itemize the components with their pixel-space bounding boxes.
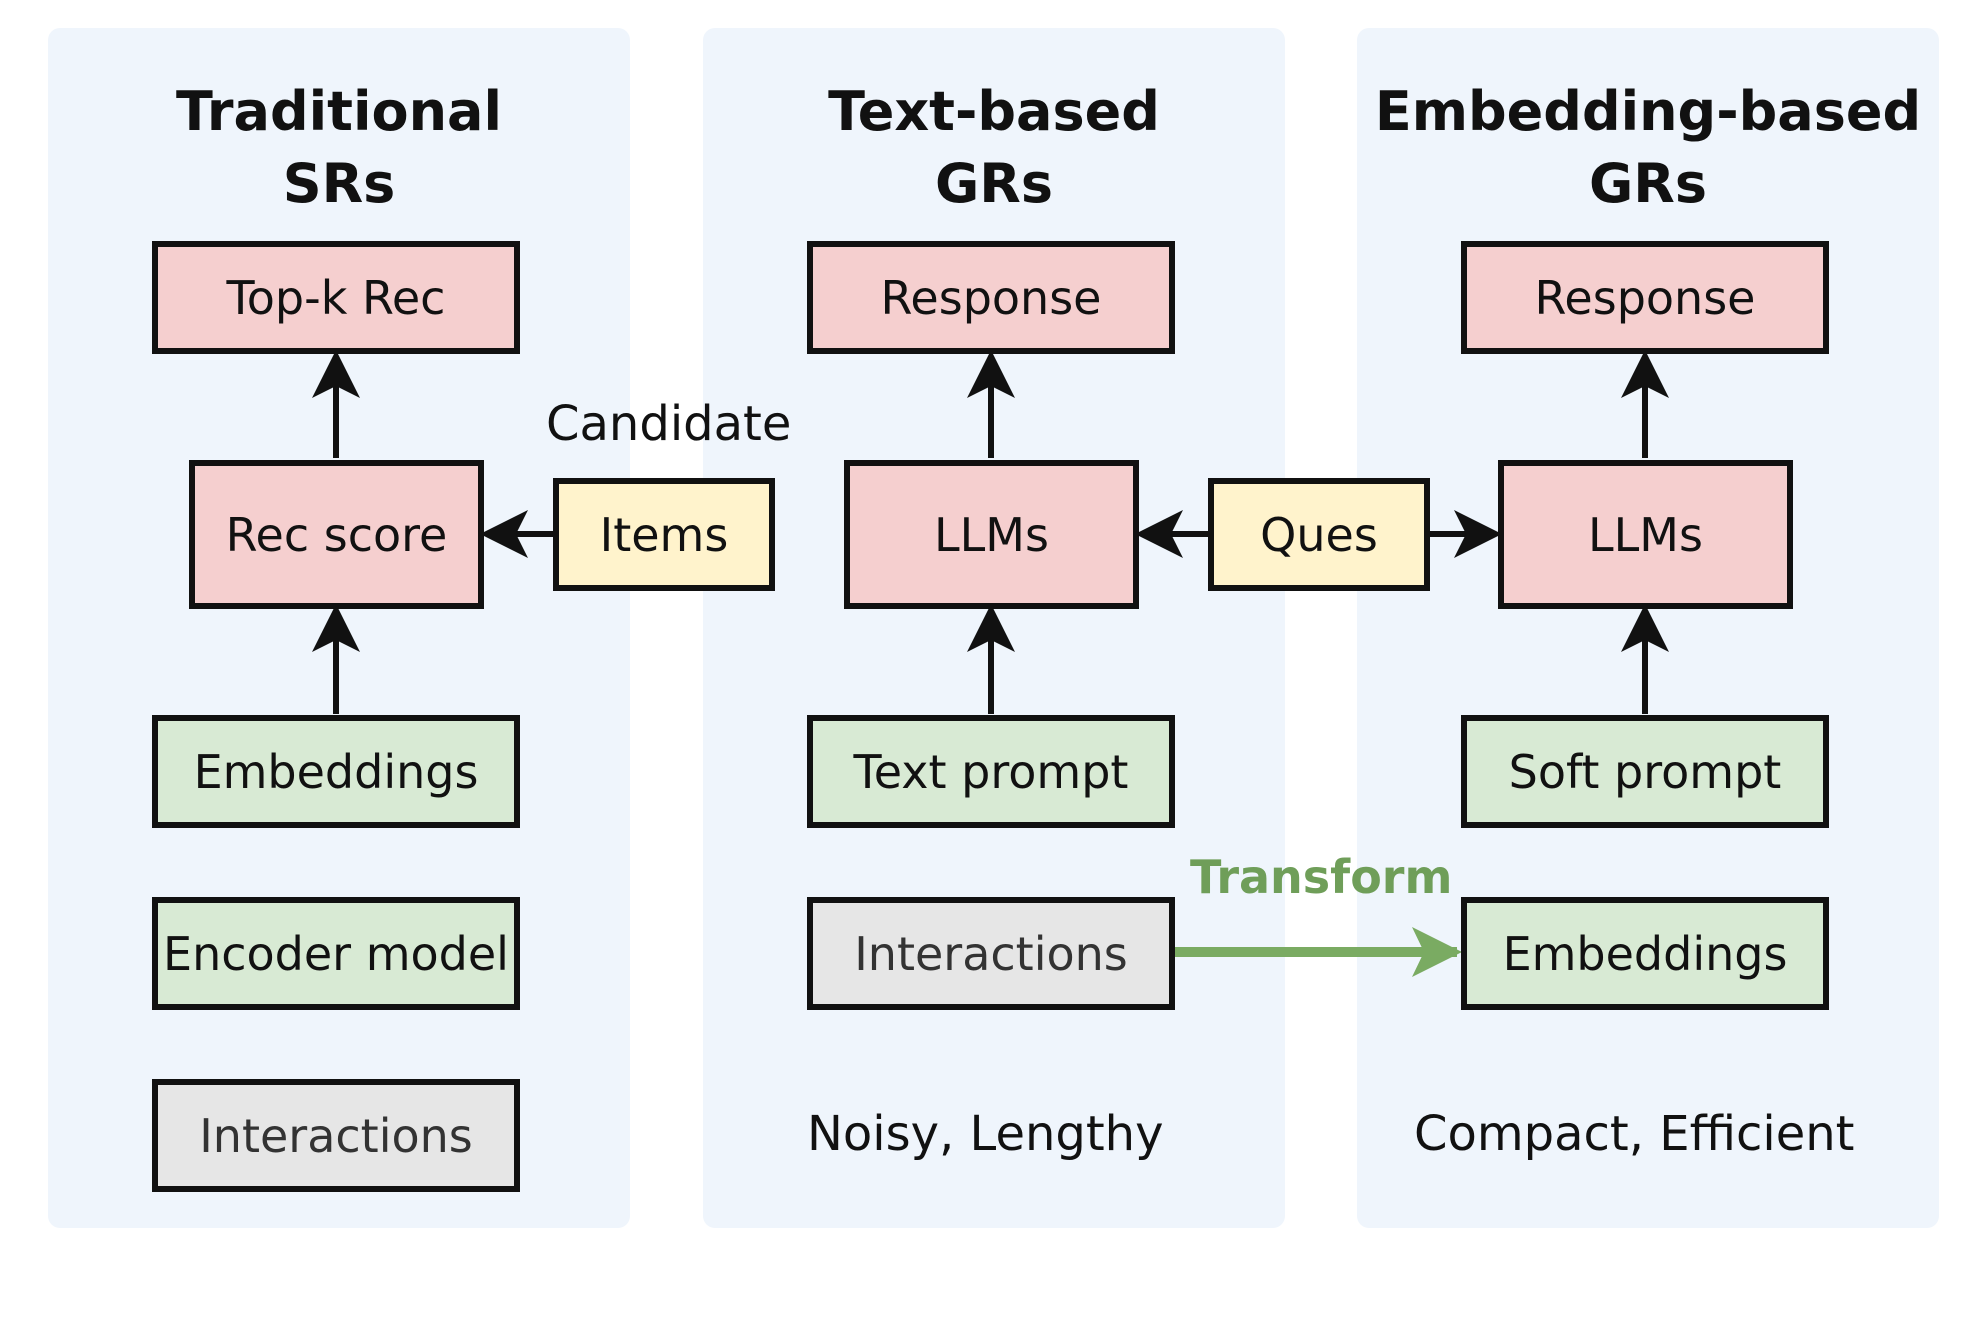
ques-box: Ques — [1208, 478, 1430, 591]
rec-score-box: Rec score — [189, 460, 484, 609]
panel-title-traditional-line2: SRs — [282, 152, 396, 215]
items-box: Items — [553, 478, 775, 591]
caption-noisy-lengthy: Noisy, Lengthy — [807, 1106, 1164, 1162]
llms-box-text-based: LLMs — [844, 460, 1139, 609]
response-box-text-based: Response — [807, 241, 1175, 354]
response-box-embedding-based: Response — [1461, 241, 1829, 354]
panel-text-based-grs: Text-based GRs — [703, 28, 1285, 1228]
soft-prompt-box: Soft prompt — [1461, 715, 1829, 828]
panel-title-embedding-based-line2: GRs — [1588, 152, 1708, 215]
panel-title-text-based-line2: GRs — [934, 152, 1054, 215]
panel-title-embedding-based-line1: Embedding-based — [1374, 80, 1922, 143]
embeddings-box-embedding-based: Embeddings — [1461, 897, 1829, 1010]
interactions-box-traditional: Interactions — [152, 1079, 520, 1192]
embeddings-box-traditional: Embeddings — [152, 715, 520, 828]
panel-title-text-based-line1: Text-based — [828, 80, 1160, 143]
interactions-box-text-based: Interactions — [807, 897, 1175, 1010]
caption-compact-efficient: Compact, Efficient — [1414, 1106, 1855, 1162]
llms-box-embedding-based: LLMs — [1498, 460, 1793, 609]
transform-label: Transform — [1190, 850, 1453, 904]
text-prompt-box: Text prompt — [807, 715, 1175, 828]
top-k-rec-box: Top-k Rec — [152, 241, 520, 354]
encoder-model-box: Encoder model — [152, 897, 520, 1010]
panel-title-traditional-line1: Traditional — [176, 80, 502, 143]
candidate-label: Candidate — [546, 396, 792, 452]
